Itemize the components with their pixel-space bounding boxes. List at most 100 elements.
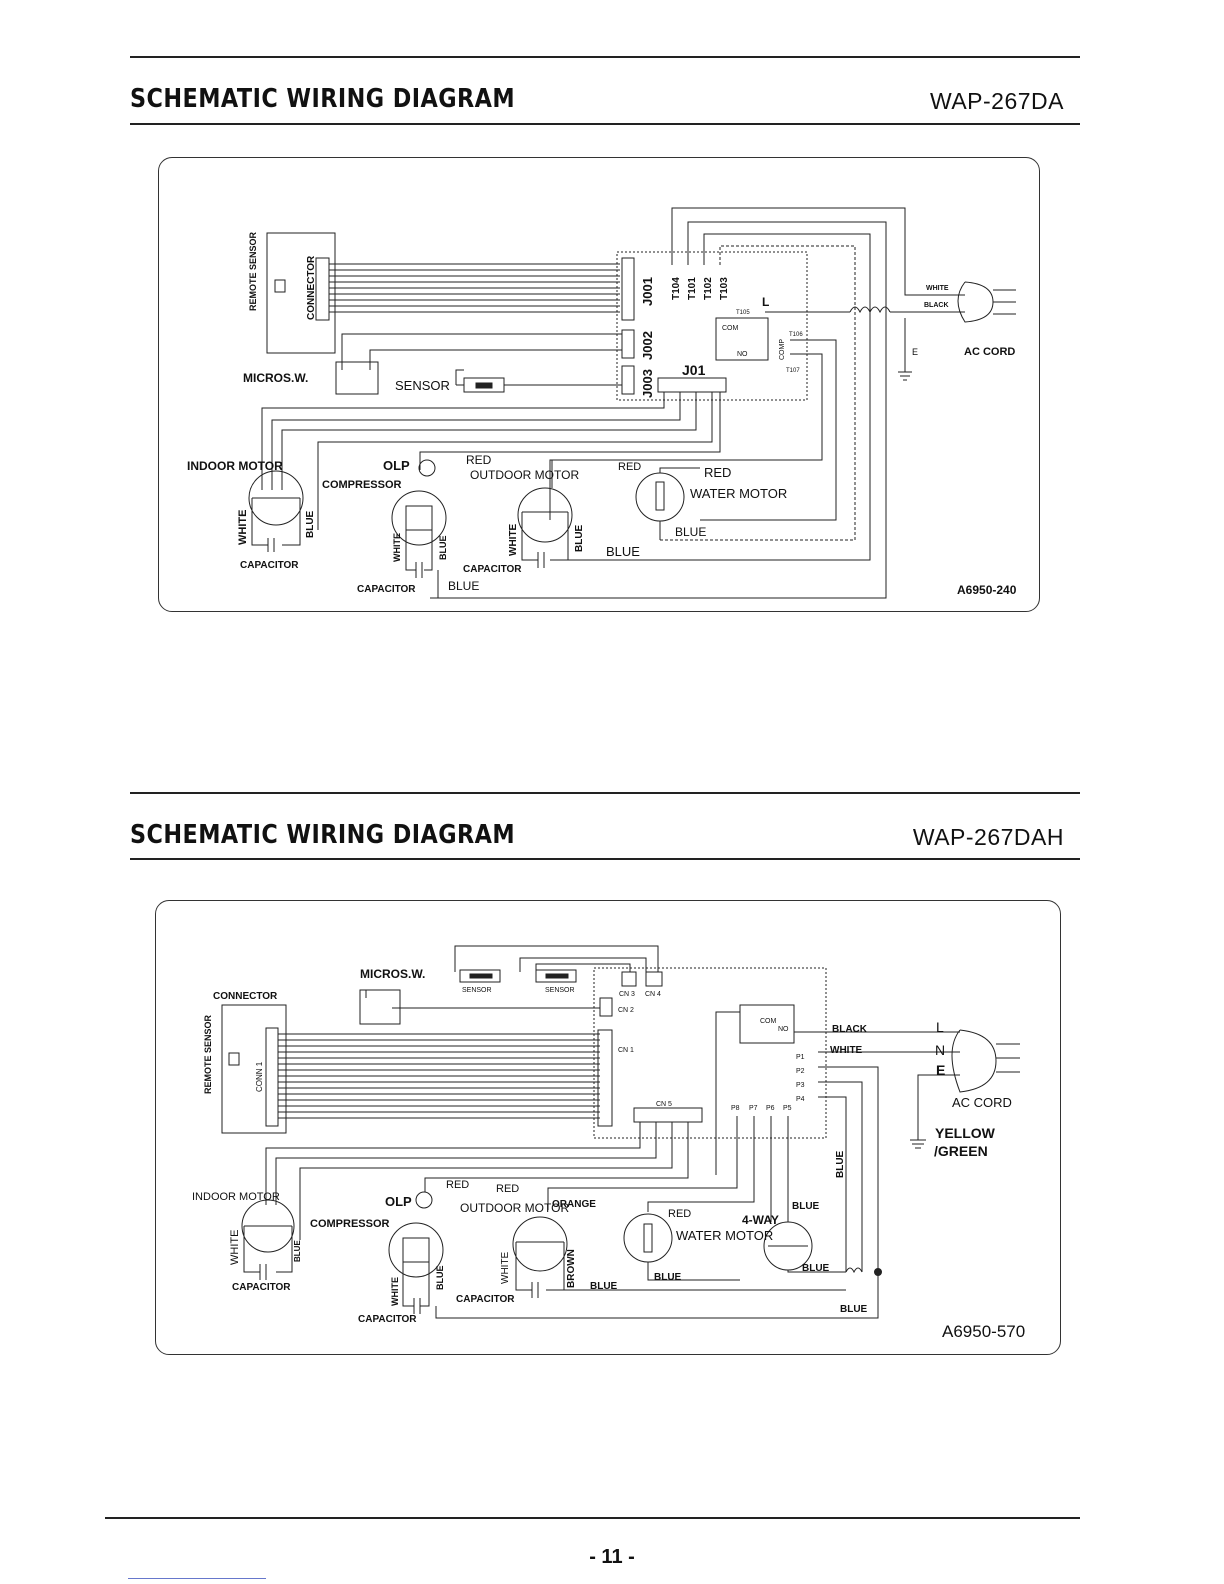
d2-label-white: WHITE bbox=[830, 1045, 863, 1056]
d2-label-cn1: CN 1 bbox=[618, 1047, 634, 1054]
d2-label-green: /GREEN bbox=[934, 1143, 988, 1159]
d1-label-t107: T107 bbox=[786, 368, 800, 374]
d2-label-indoor-motor: INDOOR MOTOR bbox=[192, 1191, 280, 1203]
d1-label-t103: T103 bbox=[719, 277, 730, 300]
d2-label-cn2: CN 2 bbox=[618, 1007, 634, 1014]
d1-label-red3: RED bbox=[704, 465, 731, 480]
d1-relay bbox=[715, 317, 769, 361]
d1-label-comp: COMP bbox=[779, 339, 786, 360]
d1-label-white-indoor: WHITE bbox=[237, 510, 249, 545]
d2-drawing-number: A6950-570 bbox=[942, 1322, 1025, 1341]
d2-sensor2-box bbox=[535, 969, 577, 983]
d2-label-four-way: 4-WAY bbox=[742, 1213, 779, 1227]
diagram2-text: MICROS.W. SENSOR SENSOR CN 3 CN 4 CN 2 C… bbox=[192, 967, 1025, 1341]
page-number: - 11 - bbox=[589, 1546, 635, 1568]
d2-label-orange: ORANGE bbox=[552, 1199, 596, 1210]
header-rule-top-1 bbox=[130, 56, 1080, 58]
d1-label-blue-bottom: BLUE bbox=[448, 579, 479, 593]
d2-label-e: E bbox=[936, 1062, 945, 1078]
d2-outdoor-motor bbox=[512, 1216, 568, 1272]
d1-label-j003: J003 bbox=[640, 369, 655, 398]
d2-micro-switch bbox=[359, 989, 401, 1025]
d1-j01-block bbox=[657, 377, 727, 393]
d1-label-outdoor-motor: OUTDOOR MOTOR bbox=[470, 468, 579, 482]
d2-olp bbox=[415, 1191, 433, 1209]
d2-cn3-block bbox=[621, 971, 637, 987]
d1-label-compressor: COMPRESSOR bbox=[322, 479, 402, 491]
d2-indoor-motor bbox=[241, 1199, 295, 1253]
d1-j002-block bbox=[621, 329, 635, 359]
d1-label-indoor-motor: INDOOR MOTOR bbox=[187, 459, 283, 473]
d2-label-capacitor-comp: CAPACITOR bbox=[358, 1314, 417, 1325]
d1-micro-switch bbox=[335, 361, 379, 395]
d2-label-blue-bottom: BLUE bbox=[840, 1304, 868, 1315]
diagram1-text: REMOTE SENSOR CONNECTOR MICROS.W. SENSOR… bbox=[187, 231, 1017, 597]
d1-label-white-comp: WHITE bbox=[392, 533, 402, 562]
d1-j003-block bbox=[621, 365, 635, 395]
d2-label-brown: BROWN bbox=[566, 1249, 577, 1288]
d2-label-red2: RED bbox=[496, 1183, 519, 1195]
d2-compressor bbox=[388, 1222, 444, 1278]
diagram1-wiring bbox=[248, 207, 1016, 599]
d1-remote-sensor-box bbox=[266, 232, 336, 354]
header-rule-bottom-2 bbox=[130, 858, 1080, 860]
header-rule-top-2 bbox=[130, 792, 1080, 794]
d1-label-connector: CONNECTOR bbox=[306, 255, 317, 320]
d2-cn5-block bbox=[633, 1107, 703, 1123]
d2-label-red3: RED bbox=[668, 1208, 691, 1220]
d2-label-p4: P4 bbox=[796, 1096, 805, 1103]
d2-label-p2: P2 bbox=[796, 1068, 805, 1075]
d2-label-yellow: YELLOW bbox=[935, 1125, 996, 1141]
d1-label-t106: T106 bbox=[789, 332, 803, 338]
d1-label-t105: T105 bbox=[736, 310, 750, 316]
d1-label-blue-outdoor-line: BLUE bbox=[606, 544, 640, 559]
d2-label-blue-4way: BLUE bbox=[792, 1201, 820, 1212]
d1-label-j002: J002 bbox=[640, 331, 655, 360]
d2-label-red1: RED bbox=[446, 1179, 469, 1191]
d2-label-l: L bbox=[936, 1019, 944, 1035]
diagram1-title: SCHEMATIC WIRING DIAGRAM bbox=[130, 84, 516, 114]
d1-label-blue-water: BLUE bbox=[675, 525, 706, 539]
d1-drawing-number: A6950-240 bbox=[957, 583, 1017, 597]
d1-label-ac-cord: AC CORD bbox=[964, 346, 1015, 358]
d1-label-micro-switch: MICROS.W. bbox=[243, 371, 308, 385]
d1-label-blue-comp: BLUE bbox=[438, 536, 448, 561]
d2-label-blue-outdoor: BLUE bbox=[590, 1281, 618, 1292]
d2-label-blue-vertical: BLUE bbox=[835, 1150, 846, 1178]
d1-label-capacitor-indoor: CAPACITOR bbox=[240, 560, 299, 571]
d2-cn4-block bbox=[645, 971, 663, 987]
footer-link-line bbox=[128, 1578, 266, 1579]
d1-label-t101: T101 bbox=[687, 277, 698, 300]
d2-label-no: NO bbox=[778, 1026, 789, 1033]
d1-label-red1: RED bbox=[466, 453, 492, 467]
d1-label-white-cord: WHITE bbox=[926, 285, 949, 292]
d2-cn2-block bbox=[599, 997, 613, 1017]
d1-label-red2: RED bbox=[618, 461, 641, 473]
d2-label-sensor1: SENSOR bbox=[462, 987, 492, 994]
d2-label-p6: P6 bbox=[766, 1105, 775, 1112]
d2-label-p1: P1 bbox=[796, 1054, 805, 1061]
footer-rule bbox=[105, 1517, 1080, 1519]
d2-junction bbox=[874, 1268, 882, 1276]
d2-label-conn1: CONN 1 bbox=[255, 1061, 264, 1092]
d1-label-t104: T104 bbox=[671, 277, 682, 300]
d2-label-blue-comp: BLUE bbox=[435, 1266, 445, 1291]
d2-label-com: COM bbox=[760, 1018, 777, 1025]
d2-label-sensor2: SENSOR bbox=[545, 987, 575, 994]
d2-label-blue-indoor: BLUE bbox=[293, 1240, 302, 1262]
d2-label-p8: P8 bbox=[731, 1105, 740, 1112]
d2-remote-sensor-box bbox=[221, 1004, 287, 1134]
d2-sensor-chip bbox=[228, 1052, 240, 1066]
d1-label-black-cord: BLACK bbox=[924, 302, 949, 309]
d1-label-olp: OLP bbox=[383, 458, 410, 473]
d2-control-board bbox=[593, 967, 827, 1139]
d2-label-cn4: CN 4 bbox=[645, 991, 661, 998]
d2-label-cn5: CN 5 bbox=[656, 1101, 672, 1108]
d1-label-no: NO bbox=[737, 351, 748, 358]
d1-label-capacitor-outdoor: CAPACITOR bbox=[463, 564, 522, 575]
d2-label-ac-cord: AC CORD bbox=[952, 1095, 1012, 1110]
d2-label-outdoor-motor: OUTDOOR MOTOR bbox=[460, 1201, 569, 1215]
d2-label-white-comp: WHITE bbox=[390, 1277, 400, 1306]
d1-label-t102: T102 bbox=[703, 277, 714, 300]
